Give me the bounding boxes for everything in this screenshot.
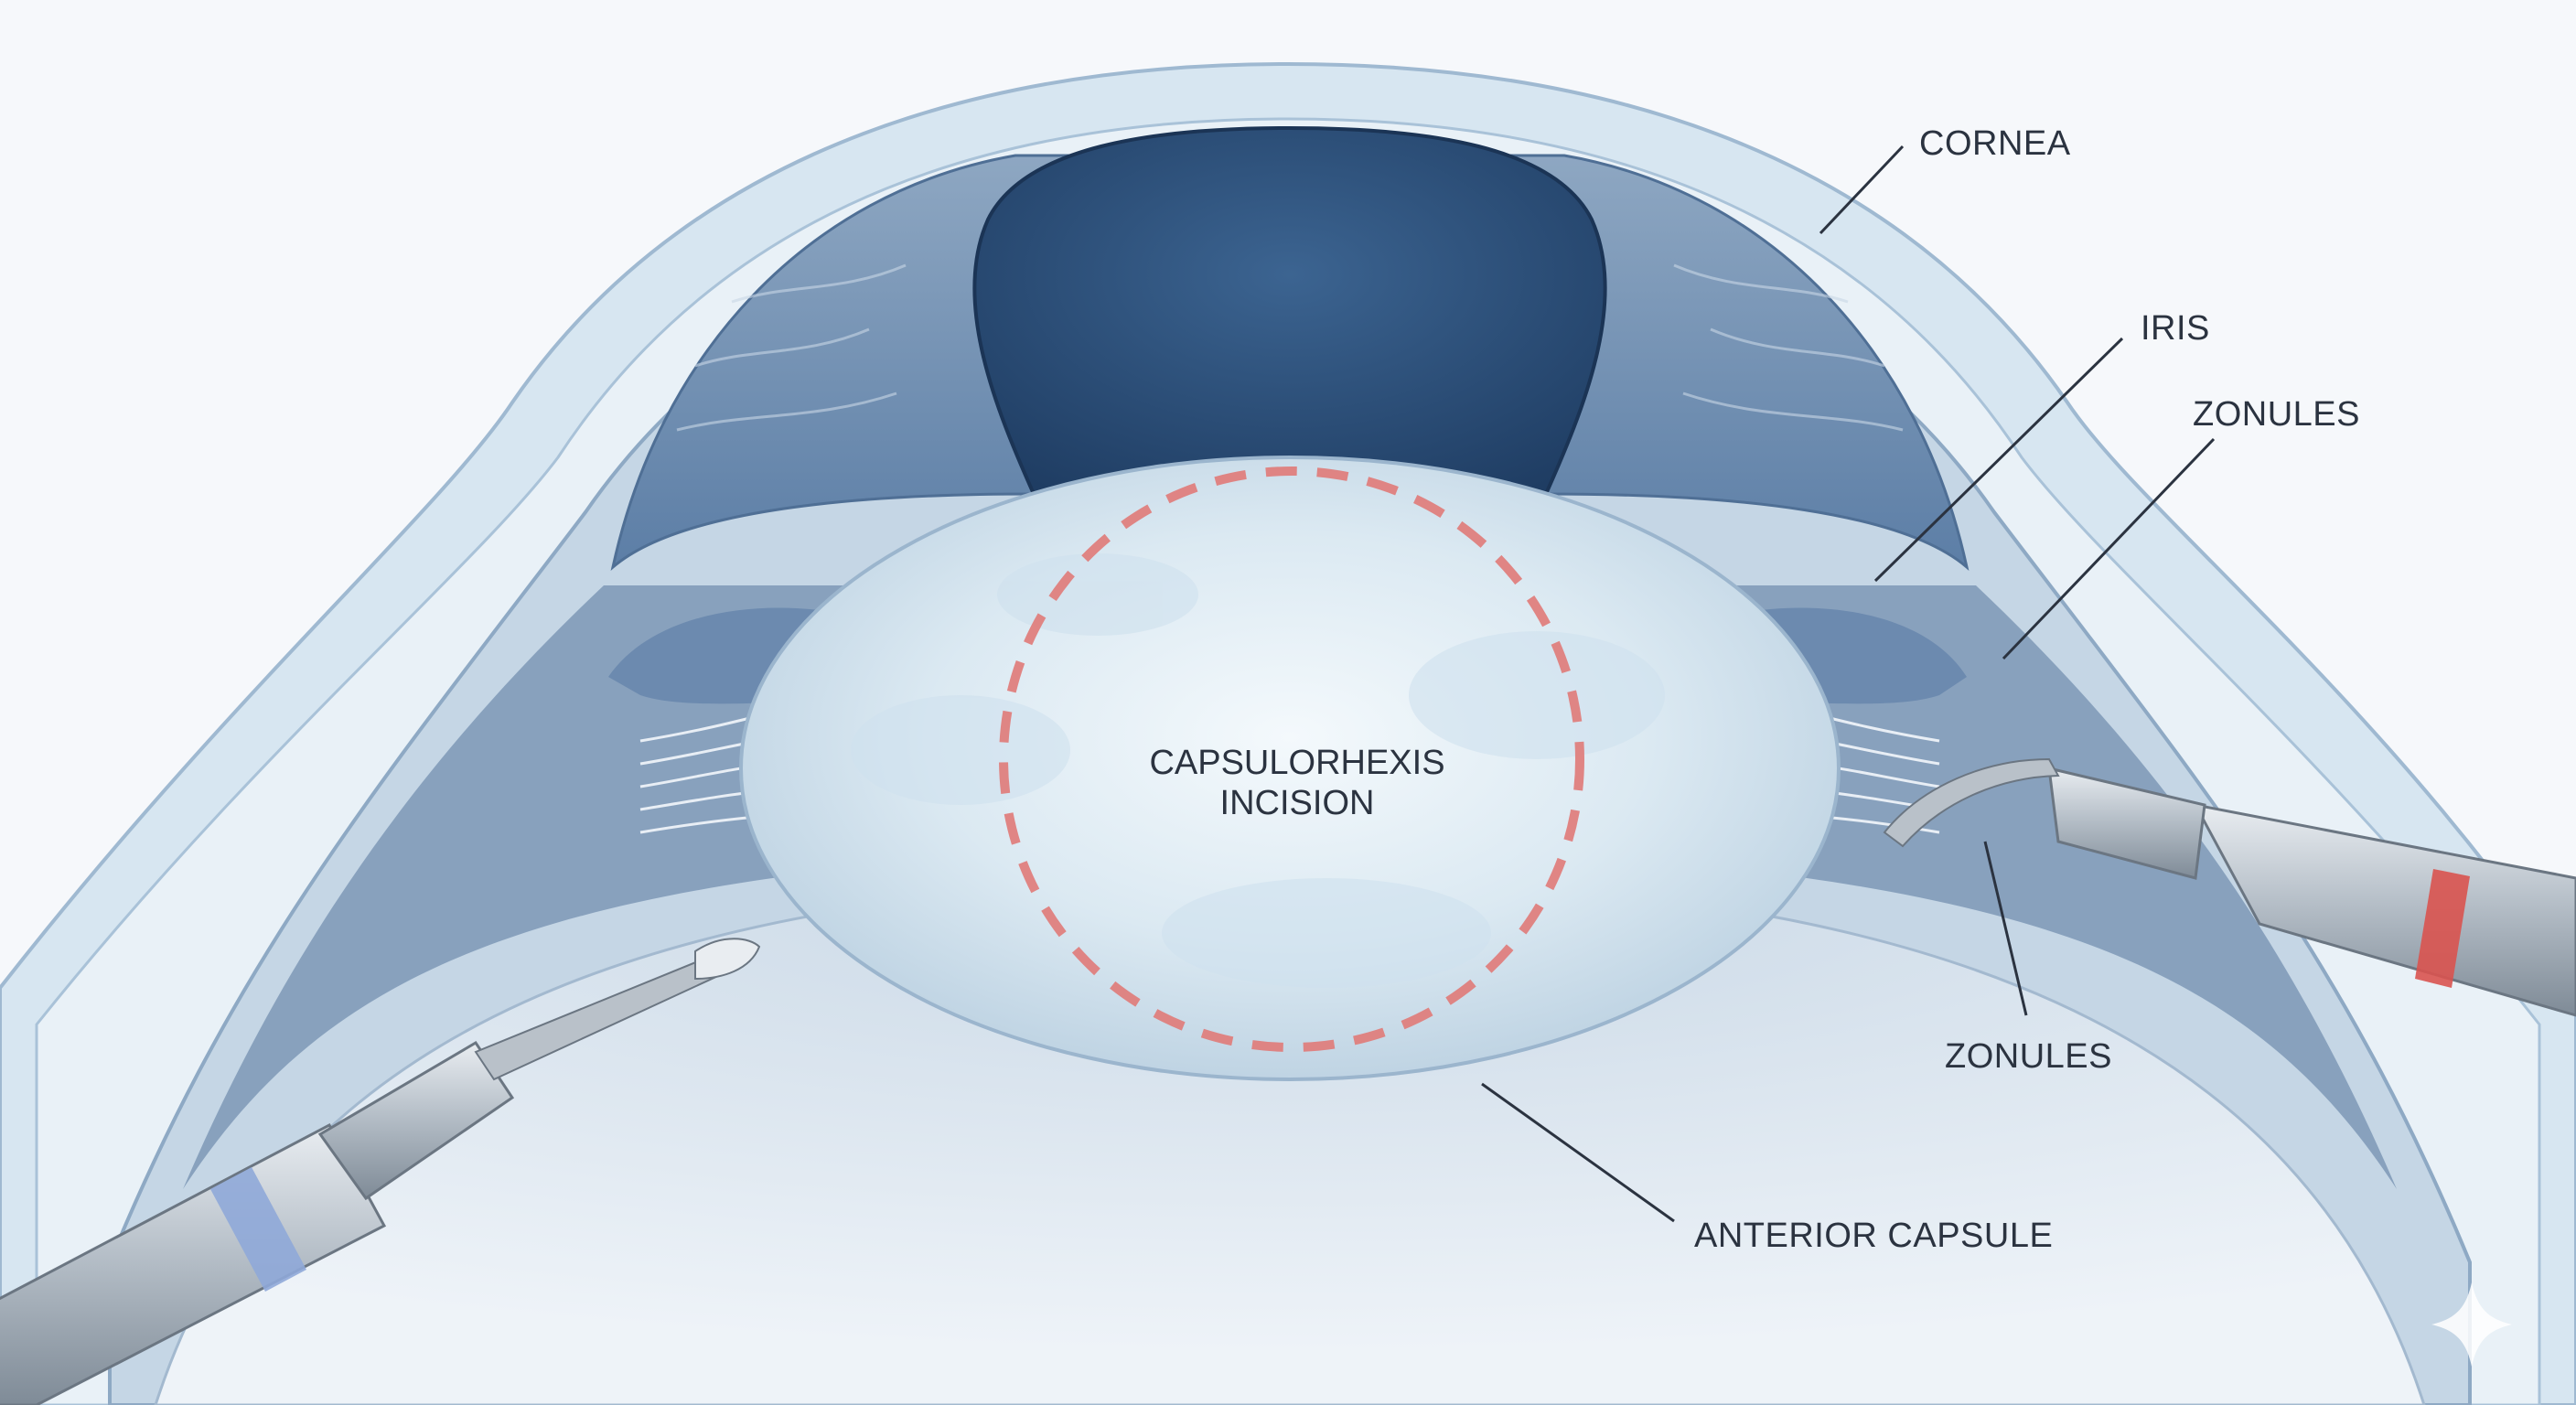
lens-texture bbox=[851, 553, 1665, 988]
pupil bbox=[972, 125, 1607, 496]
capsulorhexis-incision-circle bbox=[999, 467, 1584, 1052]
label-zonules-lower: ZONULES bbox=[1945, 1037, 2112, 1076]
label-capsulorhexis-incision: CAPSULORHEXIS INCISION bbox=[1059, 743, 1535, 823]
leader-zonules-upper bbox=[2002, 437, 2216, 660]
leader-lines bbox=[1481, 145, 2216, 1223]
label-iris: IRIS bbox=[2141, 309, 2210, 348]
leader-cornea bbox=[1819, 145, 1905, 235]
right-surgical-instrument bbox=[1883, 757, 2576, 1017]
left-surgical-instrument bbox=[0, 938, 761, 1405]
leader-iris bbox=[1873, 337, 2124, 583]
label-cornea: CORNEA bbox=[1919, 124, 2071, 163]
iris-fibers bbox=[676, 263, 1904, 432]
sparkle-icon bbox=[2431, 1282, 2512, 1367]
label-zonules-upper: ZONULES bbox=[2193, 395, 2360, 434]
leader-anterior-capsule bbox=[1481, 1082, 1675, 1223]
label-anterior-capsule: ANTERIOR CAPSULE bbox=[1694, 1217, 2054, 1255]
leader-zonules-lower bbox=[1983, 841, 2028, 1016]
left-instrument-band bbox=[210, 1167, 306, 1292]
right-instrument-band bbox=[2415, 869, 2470, 988]
label-capsulorhexis-line1: CAPSULORHEXIS bbox=[1149, 744, 1445, 782]
ciliary-body bbox=[183, 585, 2397, 1189]
label-capsulorhexis-line2: INCISION bbox=[1219, 784, 1375, 822]
